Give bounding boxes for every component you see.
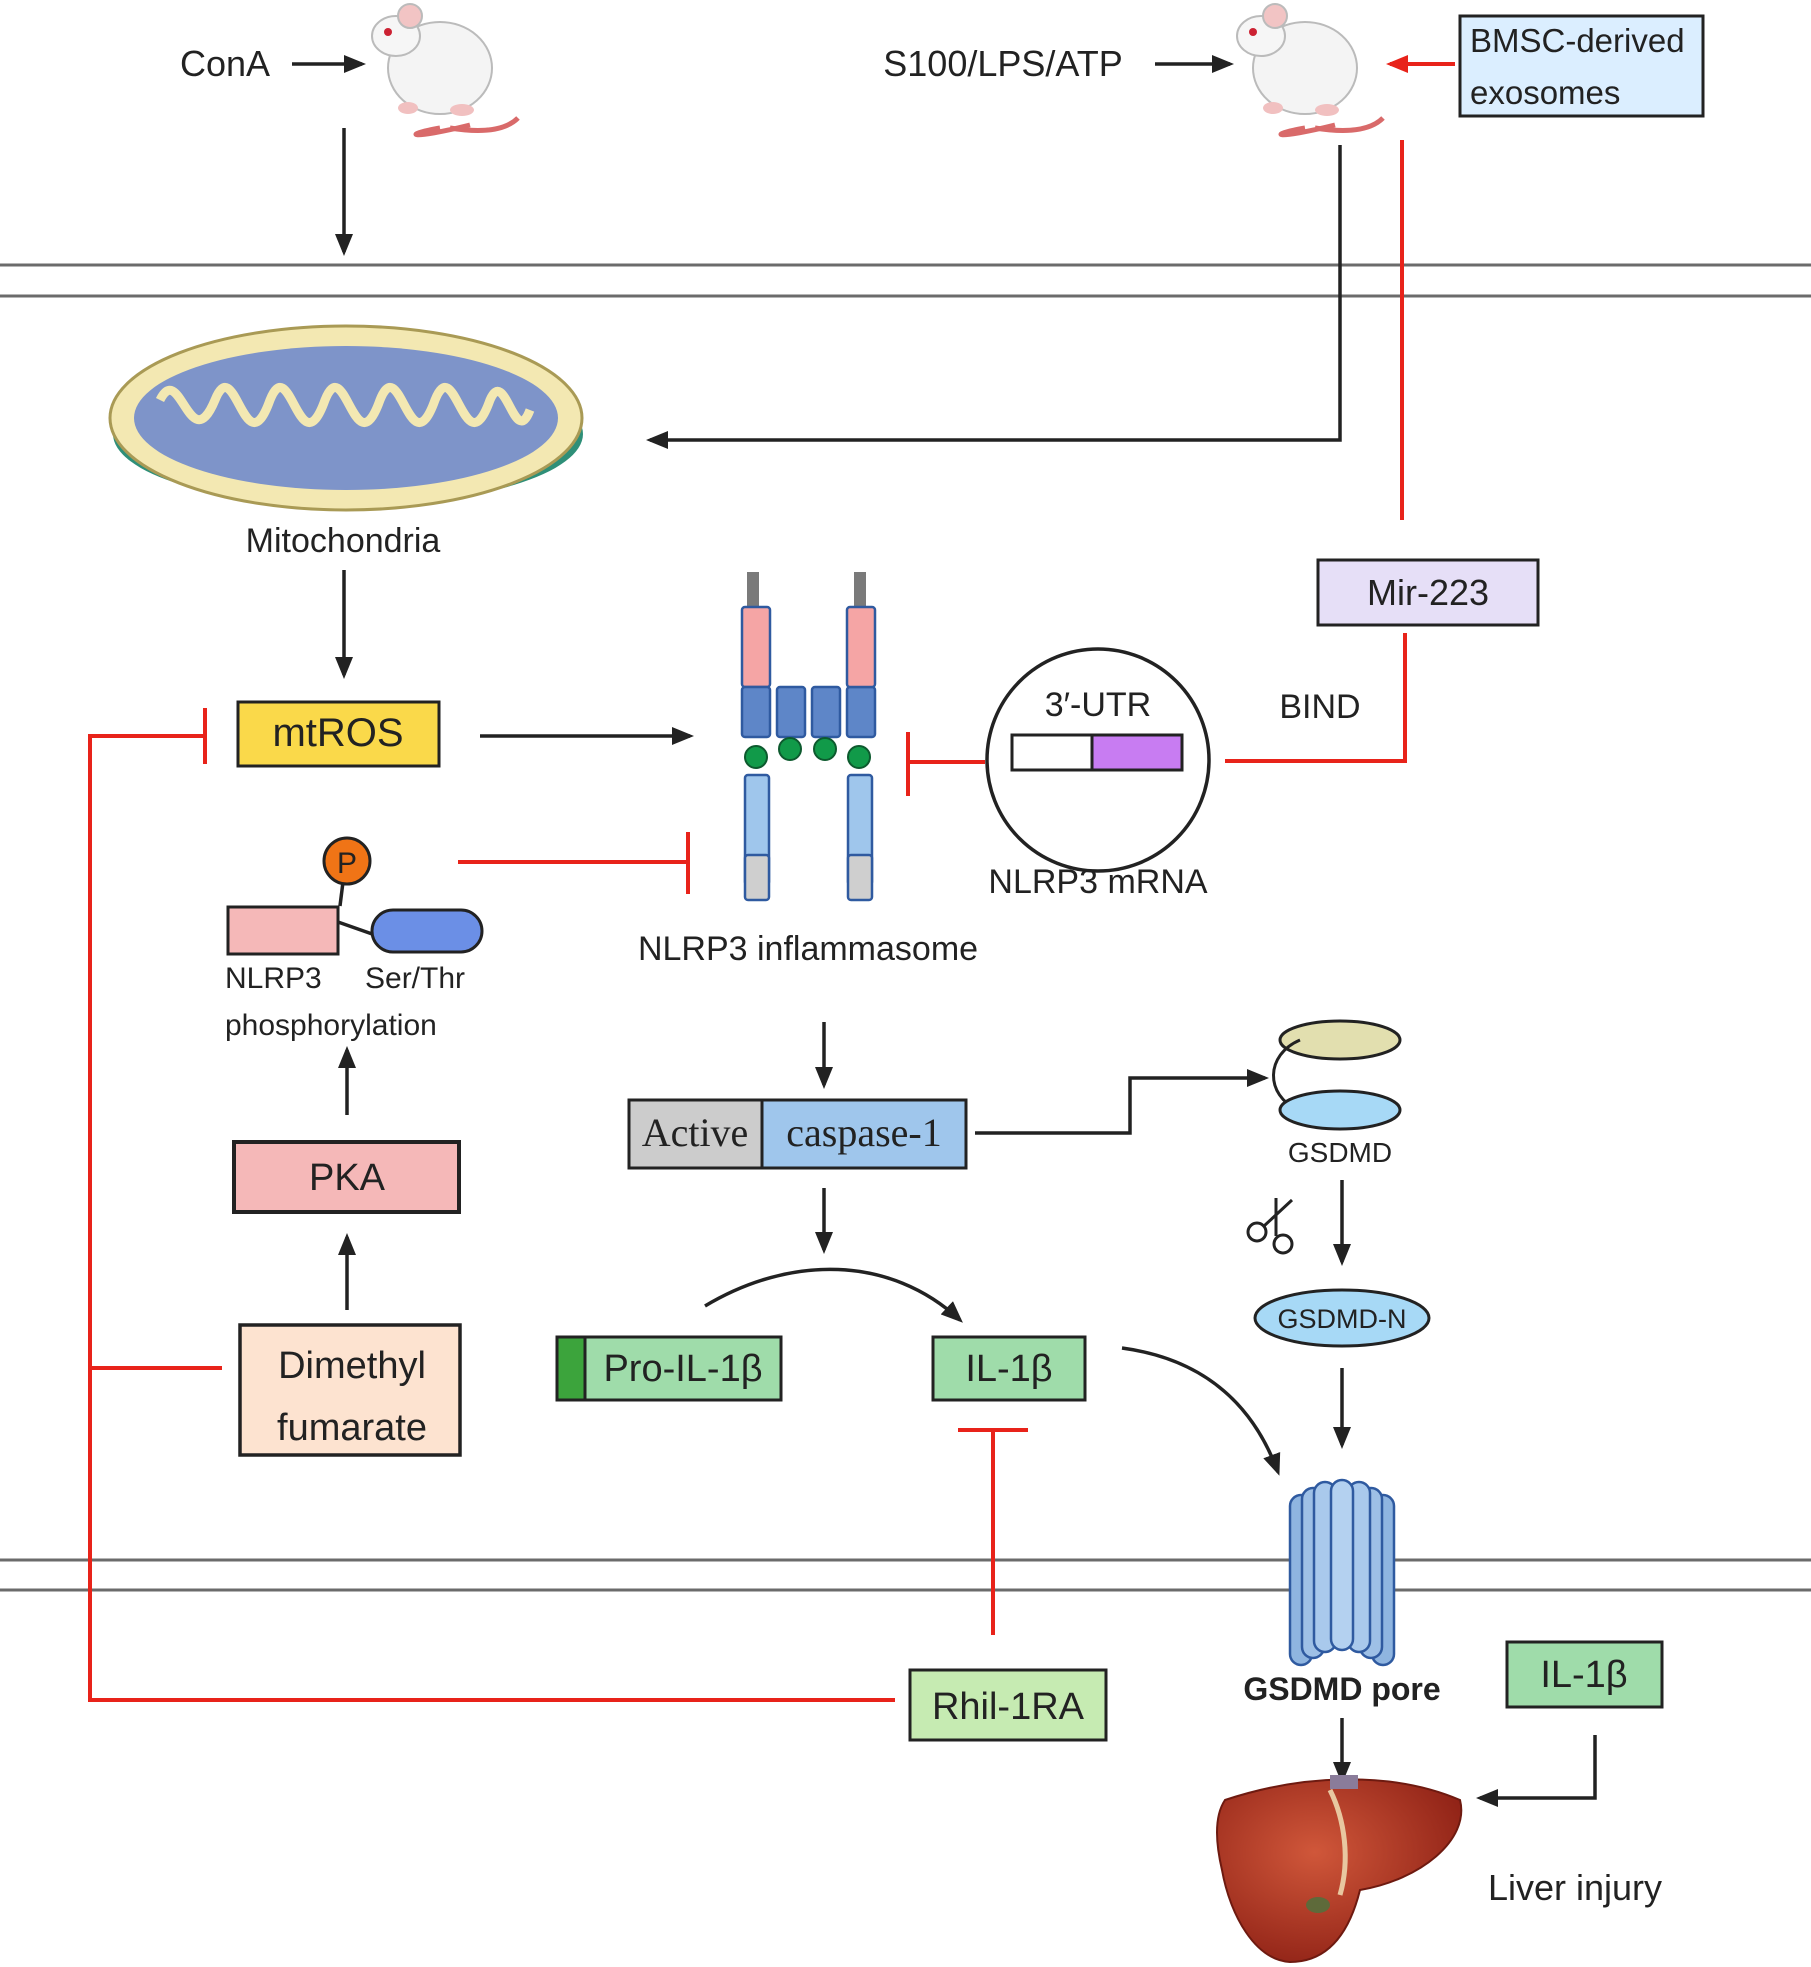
- caspase-name-segment: [760, 1098, 968, 1170]
- dmf-rhil-inhibit-mtros-line: [88, 734, 895, 1702]
- mrna-white-segment: [1010, 733, 1094, 772]
- exosomes-line1: BMSC-derived: [1470, 22, 1685, 59]
- mitochondria-label: Mitochondria: [246, 522, 441, 560]
- il-conversion-arrow: [704, 1267, 963, 1323]
- il-box: [931, 1335, 1087, 1402]
- caspase-to-gsdmd-arrow: [975, 1069, 1269, 1135]
- phospho-caption: phosphorylation: [225, 1009, 437, 1042]
- mir-to-mrna-line: [1225, 633, 1407, 763]
- mitochondria-icon: [108, 324, 584, 512]
- mir-label: Mir-223: [1367, 572, 1489, 613]
- gsdmd-pore-icon: [1288, 1478, 1396, 1667]
- mtros-box: [236, 700, 441, 768]
- mir-box: [1316, 558, 1540, 627]
- gsdmd-n-label: GSDMD-N: [1278, 1304, 1407, 1334]
- il-to-pore-arrow: [1121, 1346, 1281, 1476]
- rhil-label: Rhil-1RA: [932, 1686, 1085, 1728]
- gsdmd-label: GSDMD: [1288, 1137, 1392, 1168]
- dmf-line1: Dimethyl: [278, 1345, 426, 1387]
- upper-membrane: [0, 263, 1811, 298]
- rhil-box: [908, 1668, 1108, 1742]
- pro-il-label: Pro-IL-1β: [603, 1348, 762, 1390]
- phospho-serthr-label: Ser/Thr: [365, 962, 465, 995]
- mouse-icon-left: [371, 3, 520, 138]
- caspase-active-segment: [627, 1098, 764, 1170]
- inflammasome-label: NLRP3 inflammasome: [638, 930, 978, 968]
- s100-label: S100/LPS/ATP: [883, 43, 1122, 84]
- caspase-active-label: Active: [642, 1110, 749, 1155]
- il-label: IL-1β: [965, 1348, 1052, 1390]
- mouse-icon-right: [1236, 3, 1385, 138]
- il-released-box: [1505, 1640, 1664, 1709]
- gsdmd-n-ellipse: [1253, 1288, 1431, 1348]
- dmf-box: [238, 1323, 462, 1457]
- dmf-line2: fumarate: [277, 1407, 427, 1449]
- mrna-purple-segment: [1090, 733, 1184, 772]
- pka-label: PKA: [309, 1157, 386, 1199]
- pro-il-box: [583, 1335, 783, 1402]
- exosomes-box: [1458, 14, 1705, 118]
- utr-label: 3′-UTR: [1045, 686, 1151, 724]
- serthr-capsule: [370, 908, 484, 954]
- mtros-label: mtROS: [272, 711, 403, 755]
- liver-icon: [1216, 1775, 1463, 1964]
- exosomes-line2: exosomes: [1470, 74, 1620, 111]
- bind-label: BIND: [1279, 688, 1360, 726]
- cona-label: ConA: [180, 43, 270, 84]
- phosphate-label: P: [337, 847, 357, 880]
- inflammasome-icon: [740, 572, 877, 902]
- gsdmd-icon: [1272, 1019, 1402, 1131]
- s100-to-mitochondria-arrow: [646, 145, 1342, 449]
- il-to-liver-arrow: [1476, 1735, 1597, 1807]
- phospho-group: P NLRP3 Ser/Thr phosphorylation: [225, 836, 484, 1042]
- pro-il-green-tab: [555, 1335, 587, 1402]
- mrna-label: NLRP3 mRNA: [988, 863, 1207, 901]
- phosphate-icon: [322, 836, 372, 886]
- nlrp3-box: [226, 905, 340, 956]
- lower-membrane: [0, 1558, 1811, 1592]
- il-released-label: IL-1β: [1540, 1654, 1627, 1696]
- caspase-name-label: caspase-1: [786, 1110, 941, 1155]
- phospho-nlrp3-label: NLRP3: [225, 962, 322, 995]
- liver-injury-label: Liver injury: [1488, 1867, 1662, 1908]
- pka-box: [232, 1140, 461, 1214]
- scissors-icon: [1246, 1198, 1294, 1255]
- gsdmd-pore-label: GSDMD pore: [1243, 1671, 1440, 1707]
